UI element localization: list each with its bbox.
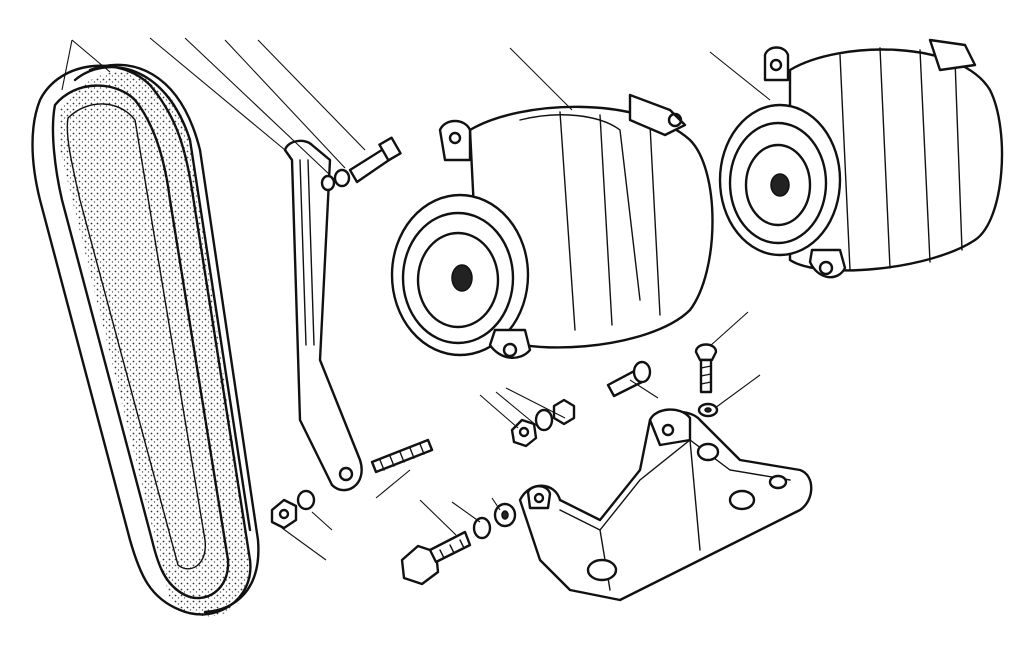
alternator-front <box>390 93 714 359</box>
adjusting-strap <box>283 139 363 492</box>
drive-belt <box>31 63 260 617</box>
alternator-rear <box>718 38 1004 279</box>
small-stud <box>606 360 652 398</box>
mounting-bracket <box>518 408 813 602</box>
mid-nut-washers <box>510 398 576 448</box>
vertical-bolt-washer <box>694 343 719 418</box>
leader-lines <box>61 37 771 561</box>
stud-bolt <box>370 438 434 474</box>
upper-bolt-set <box>320 136 402 192</box>
lower-nut-washer <box>270 489 316 530</box>
hex-bolt <box>400 530 472 586</box>
bolt-washers <box>472 502 517 540</box>
